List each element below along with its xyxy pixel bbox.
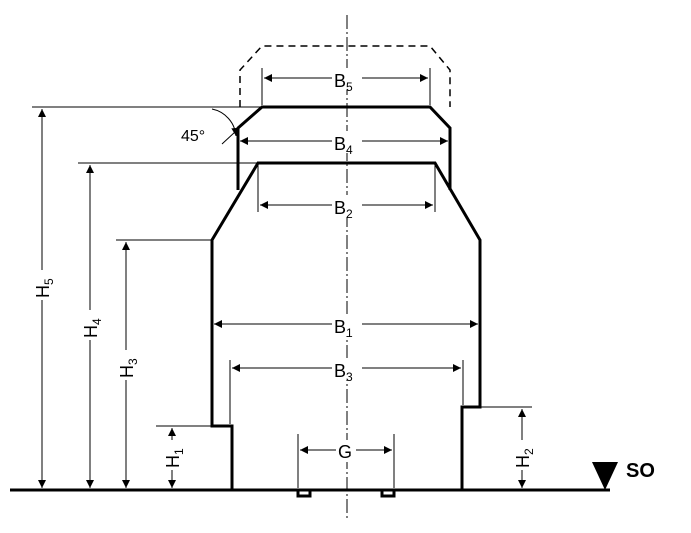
angle-leader bbox=[221, 106, 263, 145]
reference-label: SO bbox=[626, 460, 655, 482]
h3-label: H3 bbox=[117, 358, 140, 378]
b2-label: B2 bbox=[334, 198, 353, 221]
h2-label: H2 bbox=[513, 448, 536, 468]
level-triangle-icon bbox=[592, 462, 618, 490]
angle-arc bbox=[211, 108, 240, 137]
dashed-extension-outline bbox=[239, 45, 451, 107]
b4-label: B4 bbox=[334, 134, 353, 157]
b5-label: B5 bbox=[334, 71, 353, 94]
h5-label: H5 bbox=[33, 278, 56, 298]
g-label: G bbox=[338, 442, 352, 462]
b1-label: B1 bbox=[334, 317, 353, 340]
h1-label: H1 bbox=[163, 448, 186, 468]
angle-label: 45° bbox=[181, 128, 205, 145]
main-profile-outline bbox=[210, 161, 482, 490]
b3-label: B3 bbox=[334, 361, 353, 384]
upper-profile-outline bbox=[236, 105, 452, 190]
bottom-groove bbox=[296, 489, 396, 498]
h4-label: H4 bbox=[81, 318, 104, 338]
